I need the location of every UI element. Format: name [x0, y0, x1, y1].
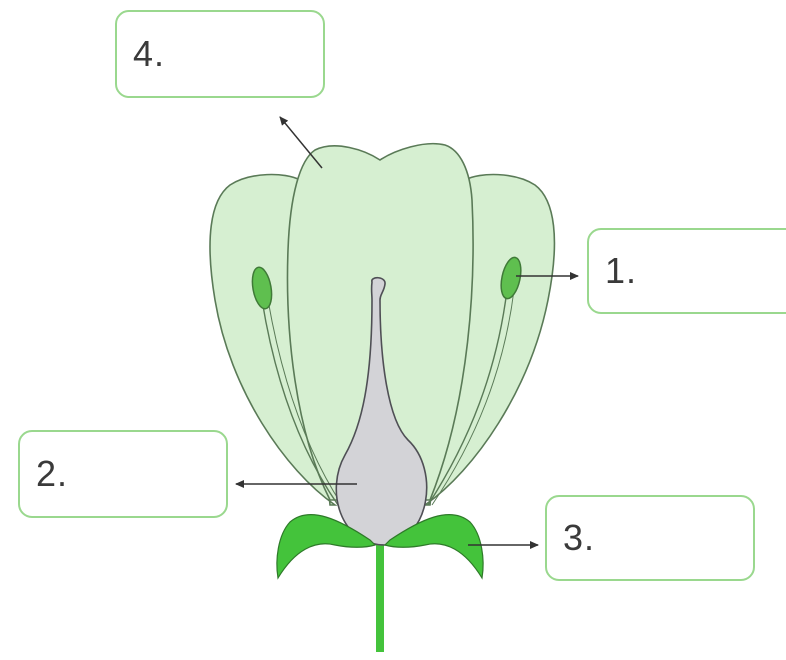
label-1-text: 1. [605, 250, 637, 292]
arrow-to-label-4 [280, 117, 322, 168]
stem [376, 530, 384, 652]
label-4-text: 4. [133, 33, 165, 75]
label-box-1[interactable]: 1. [587, 228, 786, 314]
label-box-4[interactable]: 4. [115, 10, 325, 98]
label-box-2[interactable]: 2. [18, 430, 228, 518]
label-box-3[interactable]: 3. [545, 495, 755, 581]
label-3-text: 3. [563, 517, 595, 559]
label-2-text: 2. [36, 453, 68, 495]
